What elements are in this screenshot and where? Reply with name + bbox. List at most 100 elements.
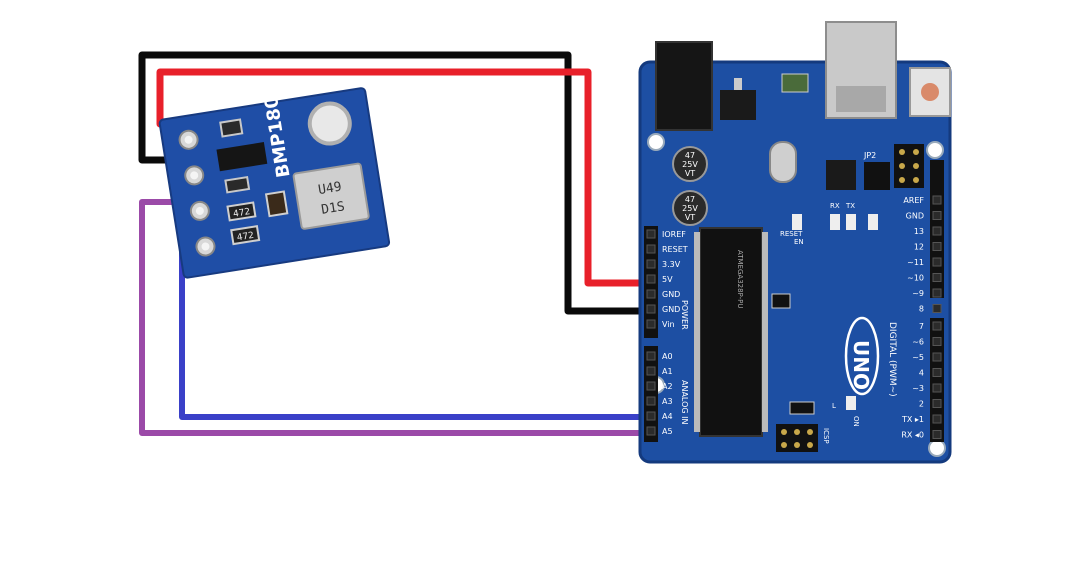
digital-bottom-pin-3-socket <box>932 368 942 377</box>
analog-pin-4-socket <box>646 411 656 421</box>
power-pin-3-label: 5V <box>662 275 673 284</box>
digital-top-pin-2-socket <box>932 226 942 236</box>
digital-bottom-pin-6-label: TX ▸1 <box>901 415 924 424</box>
tx-led-label: TX <box>845 202 855 210</box>
power-pin-4-label: GND <box>662 290 680 299</box>
chip-text: ATMEGA328P-PU <box>736 250 744 309</box>
cap1-label-47: 47 <box>685 151 695 160</box>
digital-bottom-pin-4-label: ~3 <box>912 384 924 393</box>
digital-header-bottom <box>930 318 944 442</box>
digital-top-pin-1-label: GND <box>906 212 924 221</box>
power-pin-2-label: 3.3V <box>662 260 681 269</box>
wire-purple-scl <box>139 199 660 436</box>
uno-logo: UNO <box>844 316 880 396</box>
analog-pin-1-socket <box>646 366 656 376</box>
power-pin-5-socket <box>646 304 656 314</box>
digital-top-pin-6-label: ~9 <box>912 289 924 298</box>
cap1-label-25v: 25V <box>682 160 698 169</box>
analog-pin-0-socket <box>646 351 656 361</box>
cap1-label-vt: VT <box>685 169 695 178</box>
digital-bottom-pin-7-label: RX ◂0 <box>901 431 924 440</box>
cap2-label-47: 47 <box>685 195 695 204</box>
digital-header-pins: AREF GND 13 12 ~11 ~10 ~9 8 7 ~6 ~5 4 ~3 2 TX ▸1 RX ◂0 <box>901 195 942 440</box>
analog-pin-1-label: A1 <box>662 367 673 376</box>
power-pin-3-socket <box>646 274 656 284</box>
sensor-mounting-hole <box>307 101 352 146</box>
power-pin-5-label: GND <box>662 305 680 314</box>
bmp180-module: 472 472 U49 D1S BMP180 <box>158 87 391 279</box>
analog-pin-5-label: A5 <box>662 427 673 436</box>
digital-top-pin-0-label: AREF <box>903 196 924 205</box>
digital-top-pin-1-socket <box>932 211 942 220</box>
atmega-chip: ATMEGA328P-PU <box>694 227 768 437</box>
en-label: EN <box>794 238 804 246</box>
digital-bottom-pin-5-label: 2 <box>919 400 924 409</box>
power-pin-6-socket <box>646 319 656 329</box>
digital-bottom-pin-6-socket <box>932 414 942 424</box>
power-pin-4-socket <box>646 289 656 299</box>
sensor-regulator <box>216 142 268 172</box>
wire-black-gnd <box>138 51 660 315</box>
bmp180-chip <box>292 162 370 230</box>
cap2-label-vt: VT <box>685 213 695 222</box>
arduino-uno-board: 47 25V VT 47 25V VT JP2 TX RX RESET EN <box>638 21 952 464</box>
digital-bottom-pin-2-label: ~5 <box>912 353 924 362</box>
analog-pin-2-socket <box>646 381 656 391</box>
analog-section-label: ANALOG IN <box>680 380 689 425</box>
digital-bottom-pin-3-label: 4 <box>919 369 924 378</box>
l-led-label: L <box>832 402 836 410</box>
digital-top-pin-5-socket <box>932 273 942 282</box>
digital-top-pin-4-label: ~11 <box>907 258 924 267</box>
icsp-header-bottom: ICSP <box>776 424 830 452</box>
rx-led-label: RX <box>830 202 840 210</box>
digital-top-pin-7-socket <box>932 304 942 313</box>
dc-jack <box>655 41 713 131</box>
analog-pin-4-label: A4 <box>662 412 673 421</box>
icsp-label: ICSP <box>822 428 830 444</box>
cap2-label-25v: 25V <box>682 204 698 213</box>
digital-top-pin-7-label: 8 <box>919 305 924 314</box>
uno-label: UNO <box>849 340 873 390</box>
power-pin-2-socket <box>646 259 656 269</box>
power-pin-1-socket <box>646 244 656 254</box>
on-led-label: ON <box>852 416 860 427</box>
power-header-pins: IOREF RESET 3.3V 5V GND GND Vin <box>646 229 688 329</box>
digital-bottom-pin-2-socket <box>932 352 942 362</box>
chip-code-1: U49 <box>317 180 343 198</box>
power-pin-1-label: RESET <box>662 245 688 254</box>
sensor-resistor-2 <box>230 225 261 246</box>
analog-pin-2-label: A2 <box>662 382 673 391</box>
power-pin-0-label: IOREF <box>662 230 686 239</box>
resistor-2-label: 472 <box>236 231 255 244</box>
digital-top-pin-3-socket <box>932 242 942 251</box>
digital-bottom-pin-1-label: ~6 <box>912 338 924 347</box>
power-pin-6-label: Vin <box>662 320 675 329</box>
digital-top-pin-0-socket <box>932 195 942 205</box>
digital-top-pin-4-socket <box>932 257 942 267</box>
reset-button[interactable] <box>909 67 951 117</box>
digital-bottom-pin-0-socket <box>932 321 942 331</box>
resistor-1-label: 472 <box>232 207 251 220</box>
digital-section-label: DIGITAL (PWM~) <box>887 322 897 397</box>
digital-top-pin-6-socket <box>932 288 942 298</box>
sensor-resistor-1 <box>226 201 257 222</box>
analog-pin-5-socket <box>646 426 656 436</box>
digital-bottom-pin-0-label: 7 <box>919 322 924 331</box>
analog-pin-3-socket <box>646 396 656 406</box>
reset-label: RESET <box>780 230 803 238</box>
digital-bottom-pin-1-socket <box>932 337 942 346</box>
digital-top-pin-5-label: ~10 <box>907 274 924 283</box>
digital-bottom-pin-5-socket <box>932 399 942 408</box>
capacitors: 47 25V VT 47 25V VT <box>672 146 708 226</box>
analog-pin-3-label: A3 <box>662 397 673 406</box>
digital-bottom-pin-4-socket <box>932 383 942 393</box>
power-section-label: POWER <box>680 300 689 330</box>
digital-bottom-pin-7-socket <box>932 430 942 439</box>
sensor-header-pins <box>178 129 216 257</box>
digital-top-pin-3-label: 12 <box>914 243 924 252</box>
digital-top-pin-2-label: 13 <box>914 227 924 236</box>
crystal <box>769 141 797 183</box>
jp2-label: JP2 <box>863 151 876 160</box>
